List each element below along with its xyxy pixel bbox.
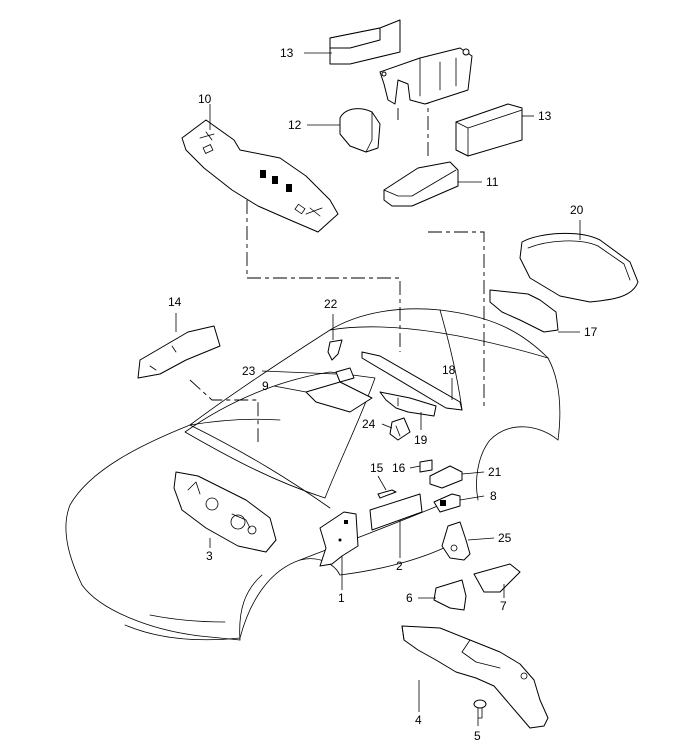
part-21-pad [429,465,463,489]
part-6-panel [433,579,467,611]
part-18-strip [361,351,463,411]
car-body-outline [65,308,561,641]
trunk-tub [379,47,473,105]
leader-lines [175,52,581,726]
callout-2: 2 [396,559,403,573]
callout-22: 22 [324,297,338,311]
callout-1: 1 [338,591,345,605]
callout-9: 9 [262,379,269,393]
callout-24: 24 [362,417,376,431]
part-5-clip [473,699,487,719]
part-7-panel [473,563,521,593]
callout-25: 25 [498,531,512,545]
callout-15: 15 [370,461,384,475]
callout-19: 19 [414,433,428,447]
part-14-panel [137,325,221,379]
part-22-strip [327,339,343,361]
callout-20: 20 [570,203,584,217]
callout-6: 6 [406,591,413,605]
part-15-strip [377,489,397,499]
part-25-bracket [441,521,471,561]
callout-17: 17 [584,325,598,339]
callout-18: 18 [442,363,456,377]
callout-14: 14 [168,295,182,309]
part-13-right-insulation [455,103,523,157]
callout-13-upper: 13 [280,46,294,60]
callout-11: 11 [486,175,499,189]
callout-5: 5 [474,729,481,743]
callout-21: 21 [488,465,502,479]
part-23-block [335,367,355,383]
windshield-outline [184,371,376,499]
part-12-cover [339,108,381,153]
part-4-panel [401,625,549,729]
callout-13-right: 13 [538,109,552,123]
part-1-panel [319,511,359,567]
callout-12: 12 [288,118,302,132]
part-24-bracket [389,417,411,441]
part-17-panel [489,289,559,333]
part-11-wedge [383,161,459,207]
part-3-firewall [173,471,277,553]
callout-10: 10 [198,92,212,106]
callout-8: 8 [490,489,497,503]
callout-23: 23 [242,364,256,378]
part-13-upper-insulation [329,19,401,65]
callout-4: 4 [415,713,422,727]
part-2-strip [369,493,423,531]
part-20-trunk-mat [519,233,639,303]
part-8-pad [433,493,461,513]
part-9-mat [305,381,373,413]
callout-labels: 13 13 12 10 11 20 17 14 22 18 23 9 19 24… [168,46,598,743]
callout-16: 16 [392,461,406,475]
callout-3: 3 [206,549,213,563]
part-10-mat [181,119,339,233]
part-16-clip [419,459,433,473]
callout-7: 7 [500,599,507,613]
